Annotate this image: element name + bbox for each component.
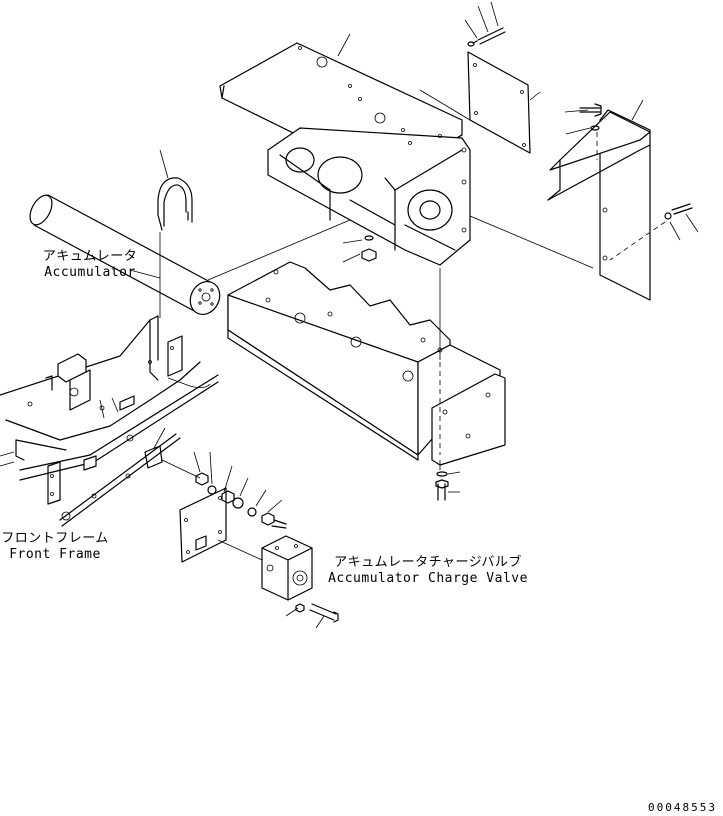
mounting-nut: [342, 235, 377, 263]
side-bracket: [547, 99, 651, 301]
cover-plate: [467, 51, 531, 154]
charge-valve-label: アキュムレータチャージバルブ Accumulator Charge Valve: [318, 555, 538, 587]
valve-mount-plate: [179, 451, 287, 563]
accumulator-label-jp: アキュムレータ: [42, 249, 138, 264]
front-frame-label-en: Front Frame: [9, 547, 101, 562]
bracket-bolts: [609, 203, 699, 261]
charge-valve-block: [217, 535, 339, 629]
front-frame-label: フロントフレーム Front Frame: [0, 531, 110, 563]
u-bolt-band: [157, 149, 193, 318]
document-id: 00048553: [648, 801, 717, 814]
accumulator-label-en: Accumulator: [44, 265, 136, 280]
center-beam: [227, 261, 506, 466]
front-frame: [0, 315, 219, 527]
reference-lines: [207, 89, 594, 281]
beam-bolts: [435, 268, 461, 501]
cover-bolts: [337, 1, 506, 57]
accumulator-label: アキュムレータ Accumulator: [20, 249, 160, 281]
charge-valve-label-en: Accumulator Charge Valve: [328, 571, 528, 586]
charge-valve-label-jp: アキュムレータチャージバルブ: [334, 555, 522, 570]
upper-bracket-assembly: [219, 42, 471, 266]
front-frame-label-jp: フロントフレーム: [1, 531, 109, 546]
accumulator-cylinder: [29, 194, 221, 315]
label-leaders: [129, 269, 161, 279]
